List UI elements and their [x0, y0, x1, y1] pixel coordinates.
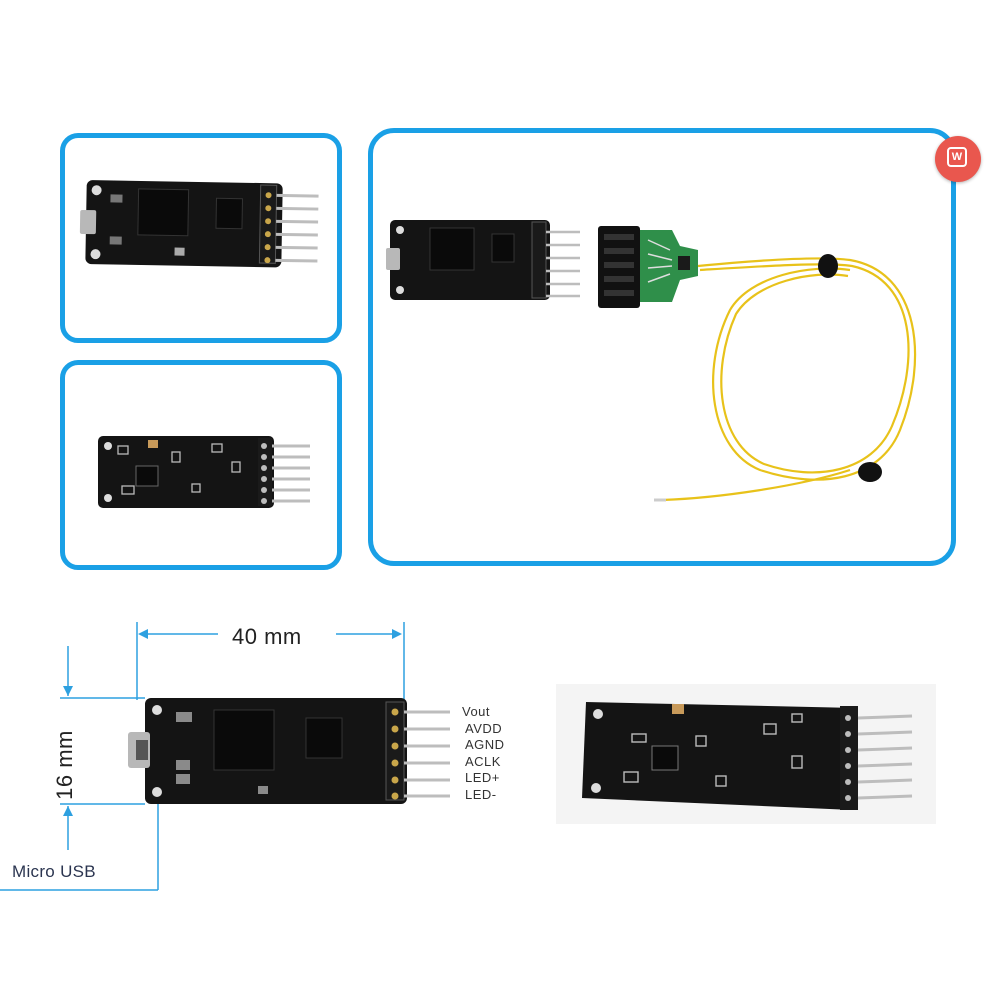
height-dimension-label: 16 mm — [51, 730, 77, 800]
board-bottom-photo — [98, 436, 310, 508]
pin-label: LED- — [465, 786, 497, 802]
dimension-diagram — [0, 622, 450, 891]
pin-label: AGND — [465, 737, 505, 753]
pin-label-list: Vout AVDD AGND ACLK LED+ LED- — [462, 704, 505, 804]
cable-photo-frame — [368, 128, 956, 566]
board-top-photo — [79, 180, 319, 268]
pin-label: LED+ — [465, 770, 500, 786]
pin-label: Vout — [462, 704, 491, 719]
w-badge-icon[interactable]: W — [935, 136, 981, 182]
micro-usb-label: Micro USB — [12, 862, 96, 881]
width-dimension-label: 40 mm — [232, 624, 302, 649]
pin-label: ACLK — [465, 753, 501, 769]
pin-label: AVDD — [465, 720, 503, 736]
board-bottom-side-photo — [556, 684, 936, 824]
board-with-thermocouple-photo — [386, 220, 917, 502]
